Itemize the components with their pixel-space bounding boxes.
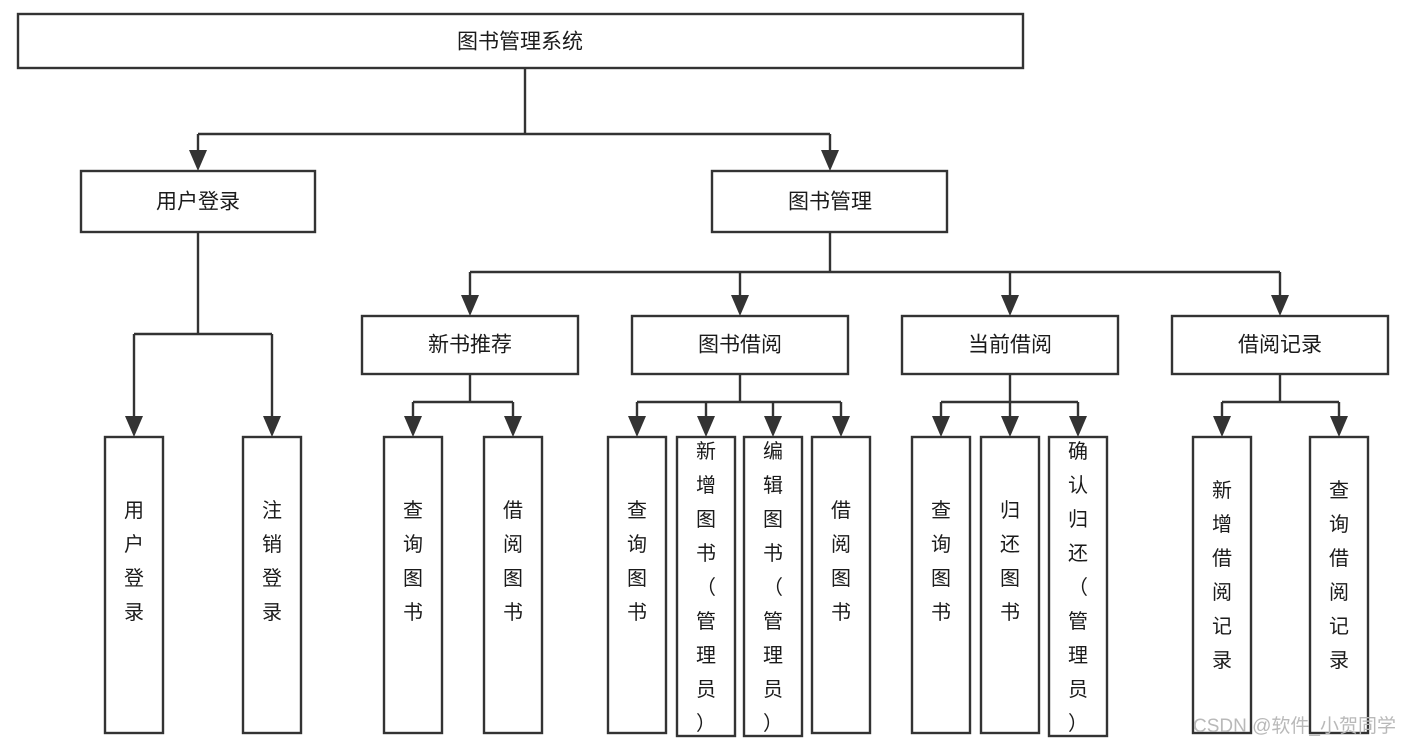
node-leaf-edit-book-admin-label: 编辑图书（管理员） bbox=[763, 440, 783, 735]
node-book-manage-box[interactable] bbox=[710, 169, 949, 234]
arrow-head-current-borrow bbox=[1001, 295, 1019, 316]
node-leaf-query-book-1-box[interactable] bbox=[382, 435, 444, 735]
arrow-head-leaf-query-book-3 bbox=[932, 416, 950, 437]
node-leaf-confirm-return-admin[interactable]: 确认归还（管理员） bbox=[1047, 435, 1109, 738]
node-borrow-record-label: 借阅记录 bbox=[1238, 334, 1322, 357]
node-leaf-query-book-2[interactable]: 查询图书 bbox=[606, 435, 668, 735]
arrow-head-leaf-logout bbox=[263, 416, 281, 437]
node-current-borrow-box[interactable] bbox=[900, 314, 1120, 376]
arrow-head-leaf-add-record bbox=[1213, 416, 1231, 437]
node-book-manage-label: 图书管理 bbox=[788, 191, 872, 214]
node-leaf-add-book-admin-label: 新增图书（管理员） bbox=[696, 440, 716, 735]
node-leaf-add-book-admin-box[interactable] bbox=[675, 435, 737, 738]
node-leaf-logout-box[interactable] bbox=[241, 435, 303, 735]
node-user-login-box[interactable] bbox=[79, 169, 317, 234]
node-user-login[interactable]: 用户登录 bbox=[79, 169, 317, 234]
node-leaf-add-record-box[interactable] bbox=[1191, 435, 1253, 735]
node-leaf-borrow-book-2[interactable]: 借阅图书 bbox=[810, 435, 872, 735]
node-leaf-query-book-3-box[interactable] bbox=[910, 435, 972, 735]
node-book-borrow-box[interactable] bbox=[630, 314, 850, 376]
node-leaf-borrow-book-2-box[interactable] bbox=[810, 435, 872, 735]
arrow-head-user-login bbox=[189, 150, 207, 171]
node-leaf-user-login-box[interactable] bbox=[103, 435, 165, 735]
arrow-head-book-borrow bbox=[731, 295, 749, 316]
node-leaf-add-book-admin[interactable]: 新增图书（管理员） bbox=[675, 435, 737, 738]
arrow-head-leaf-edit-book-admin bbox=[764, 416, 782, 437]
node-borrow-record-box[interactable] bbox=[1170, 314, 1390, 376]
node-current-borrow[interactable]: 当前借阅 bbox=[900, 314, 1120, 376]
node-new-book-recommend-label: 新书推荐 bbox=[428, 334, 512, 357]
arrow-head-leaf-query-book-1 bbox=[404, 416, 422, 437]
node-book-manage[interactable]: 图书管理 bbox=[710, 169, 949, 234]
node-root[interactable]: 图书管理系统 bbox=[16, 12, 1025, 70]
connector-group-book-manage-children bbox=[461, 232, 1289, 316]
node-leaf-query-book-3-label: 查询图书 bbox=[931, 499, 951, 624]
node-new-book-recommend[interactable]: 新书推荐 bbox=[360, 314, 580, 376]
arrow-head-book-manage bbox=[821, 150, 839, 171]
node-leaf-edit-book-admin-box[interactable] bbox=[742, 435, 804, 738]
arrow-head-borrow-record bbox=[1271, 295, 1289, 316]
node-user-login-label: 用户登录 bbox=[156, 191, 240, 214]
connector-group-new-book-recommend-children bbox=[404, 374, 522, 437]
node-leaf-return-book[interactable]: 归还图书 bbox=[979, 435, 1041, 735]
node-borrow-record[interactable]: 借阅记录 bbox=[1170, 314, 1390, 376]
node-leaf-borrow-book-1[interactable]: 借阅图书 bbox=[482, 435, 544, 735]
node-leaf-return-book-box[interactable] bbox=[979, 435, 1041, 735]
node-leaf-query-book-1[interactable]: 查询图书 bbox=[382, 435, 444, 735]
node-leaf-borrow-book-2-label: 借阅图书 bbox=[831, 499, 851, 624]
arrow-head-leaf-return-book bbox=[1001, 416, 1019, 437]
arrow-head-leaf-query-book-2 bbox=[628, 416, 646, 437]
watermark-label: CSDN @软件_小贺同学 bbox=[1193, 715, 1396, 737]
connector-group-current-borrow-children bbox=[932, 374, 1087, 437]
arrow-head-leaf-query-record bbox=[1330, 416, 1348, 437]
node-leaf-query-record-label: 查询借阅记录 bbox=[1329, 479, 1349, 672]
connector-group-book-borrow-children bbox=[628, 374, 850, 437]
arrow-head-leaf-add-book-admin bbox=[697, 416, 715, 437]
connector-group-user-login-children bbox=[125, 232, 281, 437]
node-leaf-add-record-label: 新增借阅记录 bbox=[1212, 479, 1232, 672]
node-new-book-recommend-box[interactable] bbox=[360, 314, 580, 376]
node-leaf-user-login[interactable]: 用户登录 bbox=[103, 435, 165, 735]
node-leaf-query-book-2-label: 查询图书 bbox=[627, 499, 647, 624]
node-book-borrow[interactable]: 图书借阅 bbox=[630, 314, 850, 376]
arrow-head-leaf-user-login bbox=[125, 416, 143, 437]
node-root-label: 图书管理系统 bbox=[457, 31, 583, 54]
node-book-borrow-label: 图书借阅 bbox=[698, 334, 782, 357]
node-leaf-logout[interactable]: 注销登录 bbox=[241, 435, 303, 735]
node-leaf-borrow-book-1-box[interactable] bbox=[482, 435, 544, 735]
node-leaf-edit-book-admin[interactable]: 编辑图书（管理员） bbox=[742, 435, 804, 738]
node-leaf-borrow-book-1-label: 借阅图书 bbox=[503, 499, 523, 624]
connector-group-borrow-record-children bbox=[1213, 374, 1348, 437]
node-leaf-query-book-3[interactable]: 查询图书 bbox=[910, 435, 972, 735]
node-leaf-return-book-label: 归还图书 bbox=[1000, 499, 1020, 624]
arrow-head-new-book-recommend bbox=[461, 295, 479, 316]
arrow-head-leaf-borrow-book-2 bbox=[832, 416, 850, 437]
node-leaf-confirm-return-admin-label: 确认归还（管理员） bbox=[1068, 440, 1088, 735]
node-leaf-query-book-2-box[interactable] bbox=[606, 435, 668, 735]
arrow-head-leaf-borrow-book-1 bbox=[504, 416, 522, 437]
node-leaf-query-book-1-label: 查询图书 bbox=[403, 499, 423, 624]
node-leaf-add-record[interactable]: 新增借阅记录 bbox=[1191, 435, 1253, 735]
arrow-head-leaf-confirm-return-admin bbox=[1069, 416, 1087, 437]
node-leaf-logout-label: 注销登录 bbox=[262, 499, 282, 624]
connector-group-root-to-level2 bbox=[189, 68, 839, 171]
node-leaf-confirm-return-admin-box[interactable] bbox=[1047, 435, 1109, 738]
node-current-borrow-label: 当前借阅 bbox=[968, 334, 1052, 357]
node-leaf-user-login-label: 用户登录 bbox=[124, 500, 144, 624]
node-leaf-query-record-box[interactable] bbox=[1308, 435, 1370, 735]
node-root-box[interactable] bbox=[16, 12, 1025, 70]
node-leaf-query-record[interactable]: 查询借阅记录 bbox=[1308, 435, 1370, 735]
